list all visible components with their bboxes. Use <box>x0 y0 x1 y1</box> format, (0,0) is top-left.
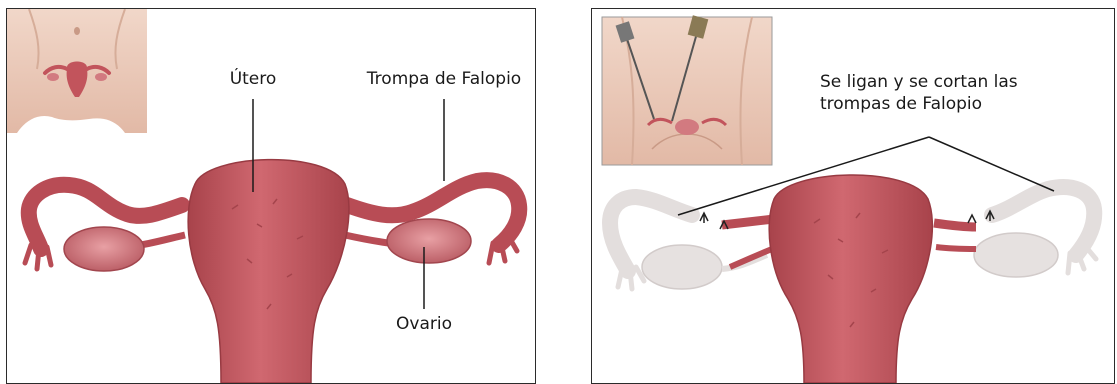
right-cut-tube-stump <box>934 223 976 227</box>
caption-line-2: trompas de Falopio <box>820 94 982 114</box>
right-ovary <box>387 219 471 263</box>
left-pale-ovary <box>642 245 722 289</box>
uterus <box>188 160 349 383</box>
uterus <box>769 175 932 383</box>
right-ligation-illustration: Se ligan y se cortan las trompas de Falo… <box>592 9 1114 383</box>
right-ligation-panel: Se ligan y se cortan las trompas de Falo… <box>591 8 1115 384</box>
label-ovary: Ovario <box>396 314 452 334</box>
left-anatomy-panel: Útero Trompa de Falopio Ovario <box>6 8 536 384</box>
label-fallopian-tube: Trompa de Falopio <box>366 69 521 89</box>
left-cut-tube-stump <box>722 219 774 225</box>
left-ovary <box>64 227 144 271</box>
inset-torso <box>7 9 147 133</box>
right-pale-ovary <box>974 233 1058 277</box>
caption-line-1: Se ligan y se cortan las <box>820 72 1018 92</box>
right-leader-line <box>929 137 1054 191</box>
label-uterus: Útero <box>230 67 277 89</box>
left-anatomy-illustration: Útero Trompa de Falopio Ovario <box>7 9 535 383</box>
inset-laparoscopy <box>602 15 772 165</box>
